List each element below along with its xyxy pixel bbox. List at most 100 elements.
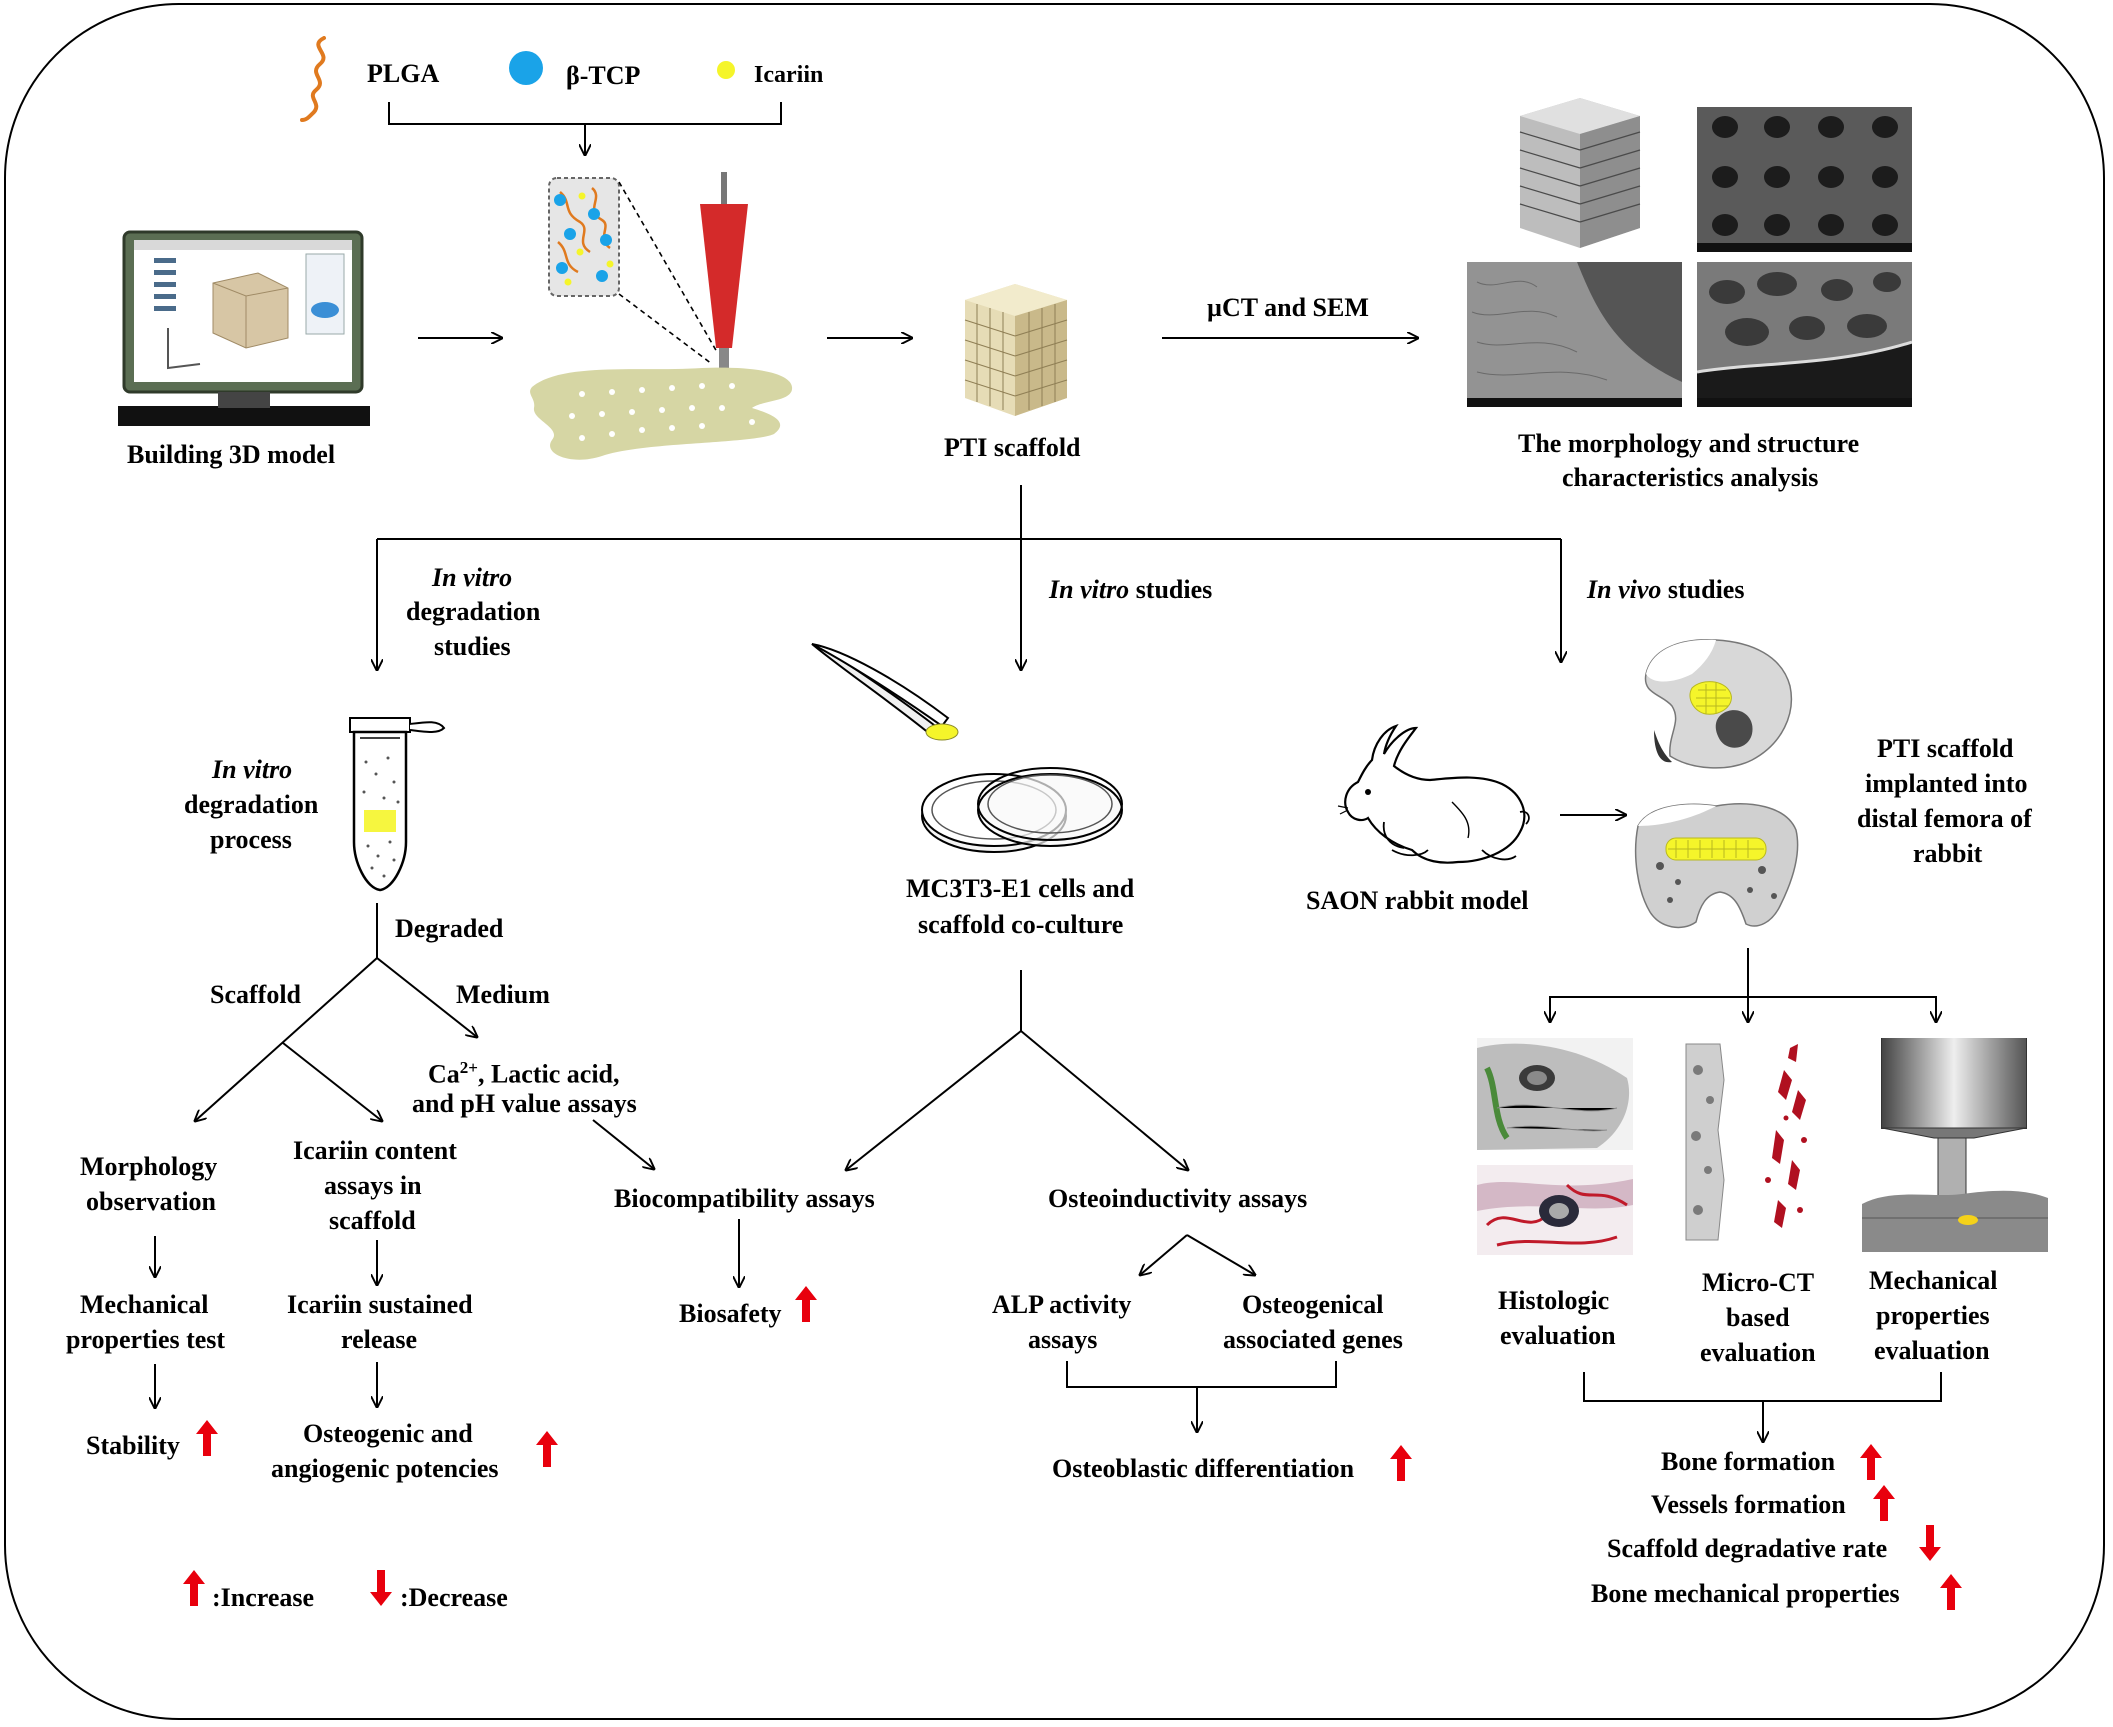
morphology-line1: Morphology [80, 1152, 218, 1181]
icariin-content-line3: scaffold [329, 1206, 416, 1235]
coculture-line1: MC3T3-E1 cells and [906, 874, 1135, 903]
lactic-acid-label: , Lactic acid, [477, 1059, 620, 1089]
characterization-label: µCT and SEM [1207, 293, 1369, 322]
tcp-particle-icon [509, 51, 543, 85]
histologic-line2: evaluation [1500, 1321, 1616, 1350]
implant-line2: implanted into [1865, 769, 2028, 798]
genes-line2: associated genes [1223, 1325, 1403, 1354]
degradation-process-line3: process [210, 825, 292, 854]
implant-line3: distal femora of [1857, 804, 2032, 833]
up-arrow-icon [1860, 1444, 1882, 1480]
petri-dish-icon [921, 767, 1123, 853]
in-vivo-studies-label: In vivo studies [1587, 572, 1744, 607]
histologic-line1: Histologic [1498, 1286, 1610, 1315]
up-arrow-icon [1873, 1485, 1895, 1521]
icariin-release-line1: Icariin sustained [287, 1290, 473, 1319]
rabbit-icon [1337, 723, 1530, 864]
implant-line1: PTI scaffold [1877, 734, 2014, 763]
microct-line2: based [1726, 1303, 1790, 1332]
potencies-line2: angiogenic potencies [271, 1454, 499, 1483]
biosafety-label: Biosafety [679, 1299, 782, 1328]
in-vitro-prefix: In vitro [1049, 575, 1130, 604]
legend-decrease-label: :Decrease [400, 1583, 508, 1612]
icariin-content-line1: Icariin content [293, 1136, 457, 1165]
microct-scaffold-image [1519, 98, 1641, 248]
mechanical-eval-line2: properties [1876, 1301, 1990, 1330]
differentiation-label: Osteoblastic differentiation [1052, 1454, 1355, 1483]
mechanical-test-line1: Mechanical [80, 1290, 209, 1319]
icariin-release-line2: release [341, 1325, 418, 1354]
drill-icon [1862, 1038, 2048, 1252]
tweezers-icon [811, 643, 959, 741]
degradation-process-line2: degradation [184, 790, 319, 819]
degradation-studies-line2: degradation [406, 597, 541, 626]
rabbit-model-label: SAON rabbit model [1306, 886, 1529, 915]
up-arrow-icon [1390, 1445, 1412, 1481]
scaffold-branch-label: Scaffold [210, 980, 301, 1009]
calcium-charge: 2+ [459, 1058, 478, 1077]
microct-line3: evaluation [1700, 1338, 1816, 1367]
stability-label: Stability [86, 1431, 180, 1460]
medium-branch-label: Medium [456, 980, 550, 1009]
femur-bone-icon [1644, 639, 1792, 769]
outcome-degradative-rate: Scaffold degradative rate [1607, 1534, 1888, 1563]
icariin-content-line2: assays in [324, 1171, 422, 1200]
eppendorf-tube-icon [349, 717, 446, 892]
in-vivo-prefix: In vivo [1587, 575, 1662, 604]
femur-bone-icon [1634, 803, 1799, 929]
sem-pores-image [1697, 107, 1912, 252]
outcome-bone-formation: Bone formation [1661, 1447, 1836, 1476]
medium-assays-line1: Ca2+, Lactic acid, [428, 1050, 620, 1092]
histology-stain-image [1477, 1165, 1633, 1255]
up-arrow-icon [536, 1431, 558, 1467]
outcome-vessels-formation: Vessels formation [1651, 1490, 1846, 1519]
outcome-mechanical-properties: Bone mechanical properties [1591, 1579, 1900, 1608]
biocompatibility-label: Biocompatibility assays [614, 1184, 875, 1213]
in-vivo-suffix: studies [1661, 575, 1745, 604]
sem-cross-section-image [1697, 262, 1912, 407]
legend-increase-label: :Increase [212, 1583, 315, 1612]
icariin-dot-icon [717, 61, 735, 79]
plga-label: PLGA [367, 59, 440, 88]
down-arrow-icon [370, 1570, 392, 1606]
histology-image [1477, 1038, 1633, 1150]
up-arrow-icon [183, 1570, 205, 1606]
up-arrow-icon [196, 1420, 218, 1456]
mechanical-test-line2: properties test [66, 1325, 226, 1354]
calcium-label: Ca [428, 1059, 460, 1089]
sem-surface-image [1467, 262, 1682, 407]
tcp-label: β-TCP [566, 61, 641, 90]
icariin-label: Icariin [754, 62, 824, 88]
up-arrow-icon [1940, 1574, 1962, 1610]
alp-line1: ALP activity [992, 1290, 1132, 1319]
mechanical-eval-line3: evaluation [1874, 1336, 1990, 1365]
genes-line1: Osteogenical [1242, 1290, 1384, 1319]
potencies-line1: Osteogenic and [303, 1419, 473, 1448]
analysis-label-line1: The morphology and structure [1518, 429, 1860, 458]
microct-line1: Micro-CT [1702, 1268, 1815, 1297]
up-arrow-icon [795, 1286, 817, 1322]
degradation-process-line1: In vitro [212, 755, 293, 784]
building-model-label: Building 3D model [127, 440, 336, 469]
in-vitro-suffix: studies [1129, 575, 1213, 604]
medium-assays-line2: and pH value assays [412, 1089, 637, 1118]
degraded-label: Degraded [395, 914, 504, 943]
pti-scaffold-label: PTI scaffold [944, 433, 1081, 462]
mechanical-eval-line1: Mechanical [1869, 1266, 1998, 1295]
degradation-studies-line3: studies [434, 632, 511, 661]
morphology-line2: observation [86, 1187, 216, 1216]
alp-line2: assays [1028, 1325, 1098, 1354]
in-vitro-studies-label: In vitro studies [1049, 572, 1212, 607]
printer-nozzle-icon [530, 172, 793, 460]
plga-chain-icon [300, 36, 326, 122]
computer-monitor-icon [118, 230, 370, 426]
degradation-studies-line1: In vitro [432, 563, 513, 592]
microct-bone-image [1685, 1043, 1807, 1241]
coculture-line2: scaffold co-culture [918, 910, 1124, 939]
osteoinductivity-label: Osteoinductivity assays [1048, 1184, 1308, 1213]
down-arrow-icon [1919, 1525, 1941, 1561]
scaffold-cube-icon [964, 284, 1068, 416]
analysis-label-line2: characteristics analysis [1562, 463, 1819, 492]
